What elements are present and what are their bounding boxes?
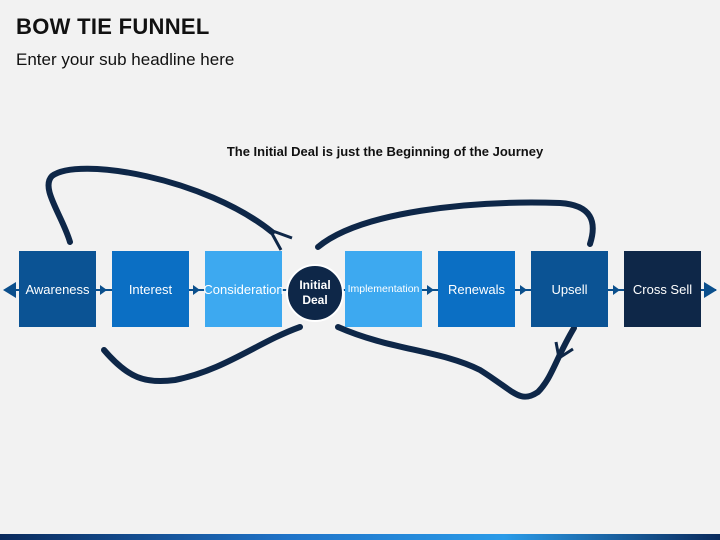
between-arrow-1 [100,285,107,295]
stage-consideration: Consideration [203,251,284,327]
initial-deal-line2: Deal [302,293,328,307]
bottom-accent-bar [0,534,720,540]
top-left-loop-arrow-icon [268,228,293,251]
stage-cross-sell: Cross Sell [624,251,701,327]
stage-awareness: Awareness [19,251,96,327]
stage-upsell: Upsell [531,251,608,327]
bottom-left-curve [101,324,303,385]
bottom-right-curve [335,324,577,400]
between-arrow-4 [520,285,527,295]
right-arrow-head [704,282,717,298]
stage-interest: Interest [112,251,189,327]
diagram-caption: The Initial Deal is just the Beginning o… [226,144,544,159]
between-arrow-2 [193,285,200,295]
stage-implementation: Implementation [345,251,422,327]
stage-renewals: Renewals [438,251,515,327]
top-right-loop [315,199,596,250]
page-title: BOW TIE FUNNEL [16,14,210,39]
initial-deal-line1: Initial [299,278,331,292]
page-subtitle: Enter your sub headline here [16,50,235,69]
left-arrow-head [3,282,16,298]
bottom-right-arrow-icon [554,341,574,360]
between-arrow-5 [613,285,620,295]
between-arrow-3 [427,285,434,295]
top-left-loop [45,165,275,245]
